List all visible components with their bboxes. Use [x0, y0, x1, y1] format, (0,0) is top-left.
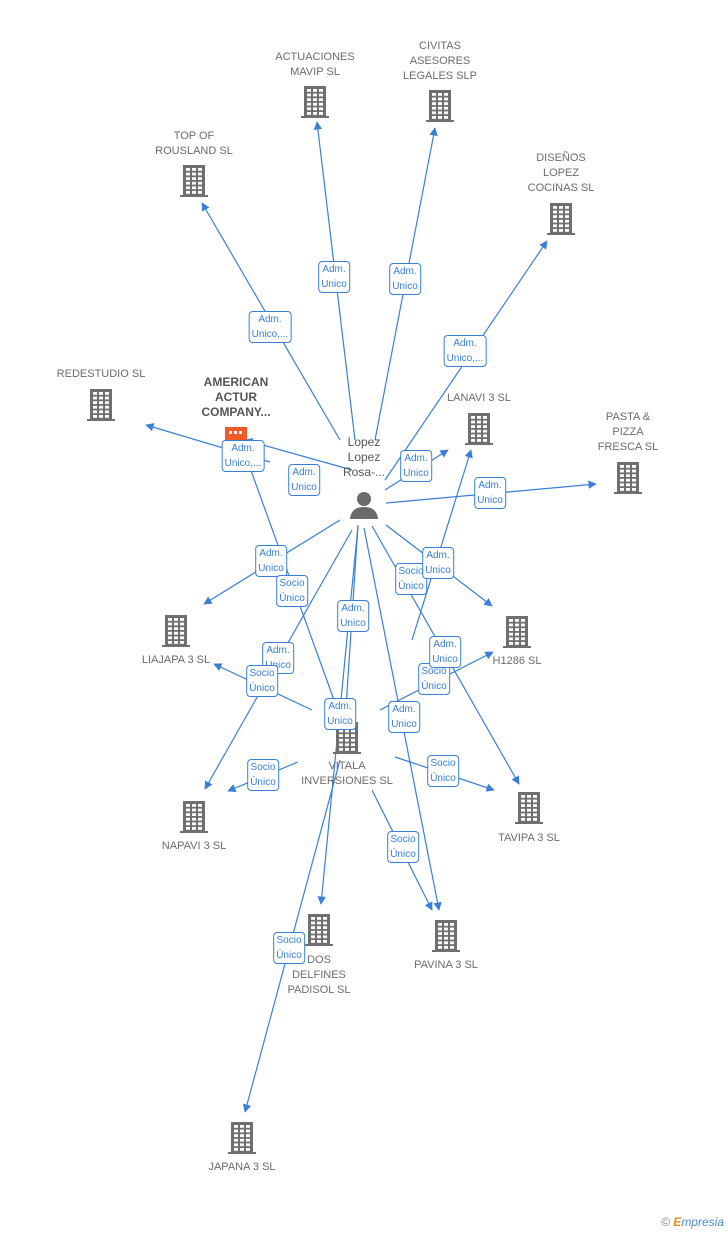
- company-icon-japana[interactable]: [228, 1122, 256, 1154]
- company-icon-pasta[interactable]: [614, 462, 642, 494]
- company-icon-civitas[interactable]: [426, 90, 454, 122]
- relation-label-american[interactable]: Adm. Unico,...: [221, 440, 265, 472]
- relation-label-dos[interactable]: Adm. Unico: [324, 698, 356, 730]
- company-icon-actuaciones[interactable]: [301, 86, 329, 118]
- company-label-pavina[interactable]: PAVINA 3 SL: [414, 959, 478, 971]
- relation-label-v-japana[interactable]: Socio Único: [273, 932, 305, 964]
- company-label-topof[interactable]: TOP OF ROUSLAND SL: [155, 130, 233, 157]
- relation-label-v-tavipa[interactable]: Socio Único: [427, 755, 459, 787]
- company-label-japana[interactable]: JAPANA 3 SL: [208, 1161, 276, 1173]
- company-label-h1286[interactable]: H1286 SL: [492, 655, 542, 667]
- company-label-napavi[interactable]: NAPAVI 3 SL: [161, 840, 227, 852]
- company-icon-topof[interactable]: [180, 165, 208, 197]
- relation-label-v-pavina[interactable]: Socio Único: [387, 831, 419, 863]
- company-label-dos[interactable]: DOS DELFINES PADISOL SL: [287, 954, 351, 996]
- company-icon-pavina[interactable]: [432, 920, 460, 952]
- relation-label-v-liajapa[interactable]: Socio Único: [246, 665, 278, 697]
- company-icon-liajapa[interactable]: [162, 615, 190, 647]
- company-icon-dos[interactable]: [305, 914, 333, 946]
- company-label-actuaciones[interactable]: ACTUACIONES MAVIP SL: [275, 51, 355, 78]
- relation-label-tavipa[interactable]: Adm. Unico: [429, 636, 461, 668]
- company-label-tavipa[interactable]: TAVIPA 3 SL: [498, 832, 560, 844]
- person-label[interactable]: Lopez Lopez Rosa-...: [342, 435, 386, 479]
- person-icon[interactable]: [350, 492, 378, 519]
- relation-label-american-socio[interactable]: Socio Único: [276, 575, 308, 607]
- company-icon-napavi[interactable]: [180, 801, 208, 833]
- company-label-vitala[interactable]: VITALA INVERSIONES SL: [301, 760, 393, 787]
- company-label-redestudio[interactable]: REDESTUDIO SL: [56, 368, 146, 380]
- company-icon-h1286[interactable]: [503, 616, 531, 648]
- relation-label-redestudio[interactable]: Adm. Unico: [288, 464, 320, 496]
- relation-label-vitala[interactable]: Adm. Unico: [337, 600, 369, 632]
- relation-label-pavina[interactable]: Adm. Unico: [388, 701, 420, 733]
- relation-label-actuaciones[interactable]: Adm. Unico: [318, 261, 350, 293]
- relation-label-disenos[interactable]: Adm. Unico,...: [443, 335, 487, 367]
- relation-label-h1286[interactable]: Adm. Unico: [422, 547, 454, 579]
- company-icon-lanavi[interactable]: [465, 413, 493, 445]
- company-label-american[interactable]: AMERICAN ACTUR COMPANY...: [201, 375, 271, 419]
- relation-label-lanavi[interactable]: Adm. Unico: [400, 450, 432, 482]
- company-icon-disenos[interactable]: [547, 203, 575, 235]
- company-label-liajapa[interactable]: LIAJAPA 3 SL: [141, 654, 211, 666]
- relation-label-lanavi-socio[interactable]: Socio Único: [395, 563, 427, 595]
- relation-label-civitas[interactable]: Adm. Unico: [389, 263, 421, 295]
- edge-lanavi-socio: [411, 449, 473, 641]
- empresia-logo: © Empresia: [661, 1215, 724, 1229]
- company-icon-tavipa[interactable]: [515, 792, 543, 824]
- copyright-icon: ©: [661, 1215, 670, 1229]
- relation-label-v-h1286[interactable]: Socio Único: [418, 663, 450, 695]
- relation-label-pasta[interactable]: Adm. Unico: [474, 477, 506, 509]
- company-icon-redestudio[interactable]: [87, 389, 115, 421]
- company-label-lanavi[interactable]: LANAVI 3 SL: [447, 392, 511, 404]
- relation-label-topof[interactable]: Adm. Unico,...: [248, 311, 292, 343]
- relation-label-liajapa[interactable]: Adm. Unico: [255, 545, 287, 577]
- company-label-disenos[interactable]: DISEÑOS LOPEZ COCINAS SL: [527, 152, 595, 194]
- company-label-civitas[interactable]: CIVITAS ASESORES LEGALES SLP: [403, 40, 477, 82]
- company-label-pasta[interactable]: PASTA & PIZZA FRESCA SL: [597, 411, 659, 453]
- relation-label-v-napavi[interactable]: Socio Único: [247, 759, 279, 791]
